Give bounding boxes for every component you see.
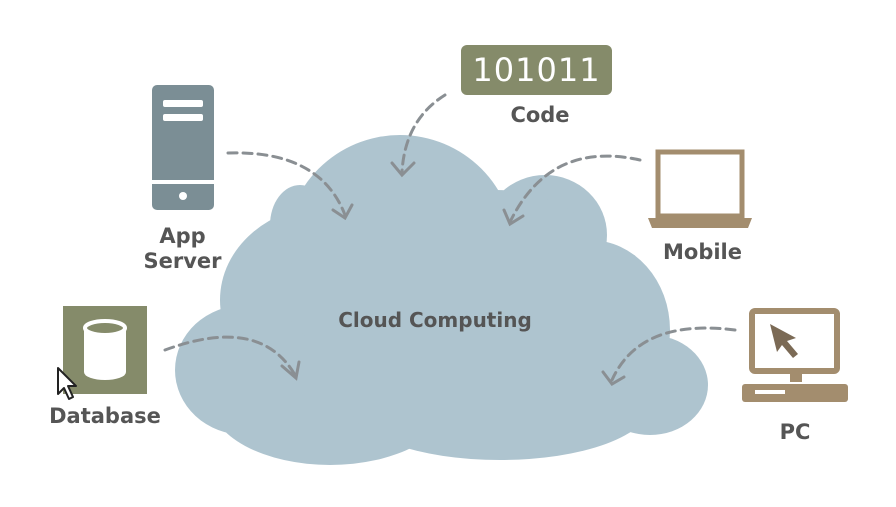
arrow-app-server xyxy=(226,151,347,217)
pc-label: PC xyxy=(779,420,811,444)
arrow-heads xyxy=(280,161,626,386)
mobile-label: Mobile xyxy=(663,240,742,264)
code-label: Code xyxy=(510,103,570,127)
cloud-shape xyxy=(175,135,708,465)
laptop-icon xyxy=(648,149,752,228)
arrow-database xyxy=(163,335,297,377)
pc-icon xyxy=(742,308,848,402)
arrow-mobile xyxy=(508,154,642,224)
database-icon xyxy=(63,306,147,394)
code-badge: 101011 xyxy=(461,45,612,95)
app-server-label-line1: App xyxy=(159,224,206,248)
app-server-label-line2: Server xyxy=(143,249,222,273)
connection-arrows xyxy=(163,93,737,382)
database-label: Database xyxy=(49,404,161,428)
server-icon xyxy=(152,85,214,210)
mouse-cursor-icon xyxy=(57,367,77,400)
center-label: Cloud Computing xyxy=(338,308,532,332)
arrow-pc xyxy=(610,326,737,382)
arrow-code xyxy=(400,93,447,174)
